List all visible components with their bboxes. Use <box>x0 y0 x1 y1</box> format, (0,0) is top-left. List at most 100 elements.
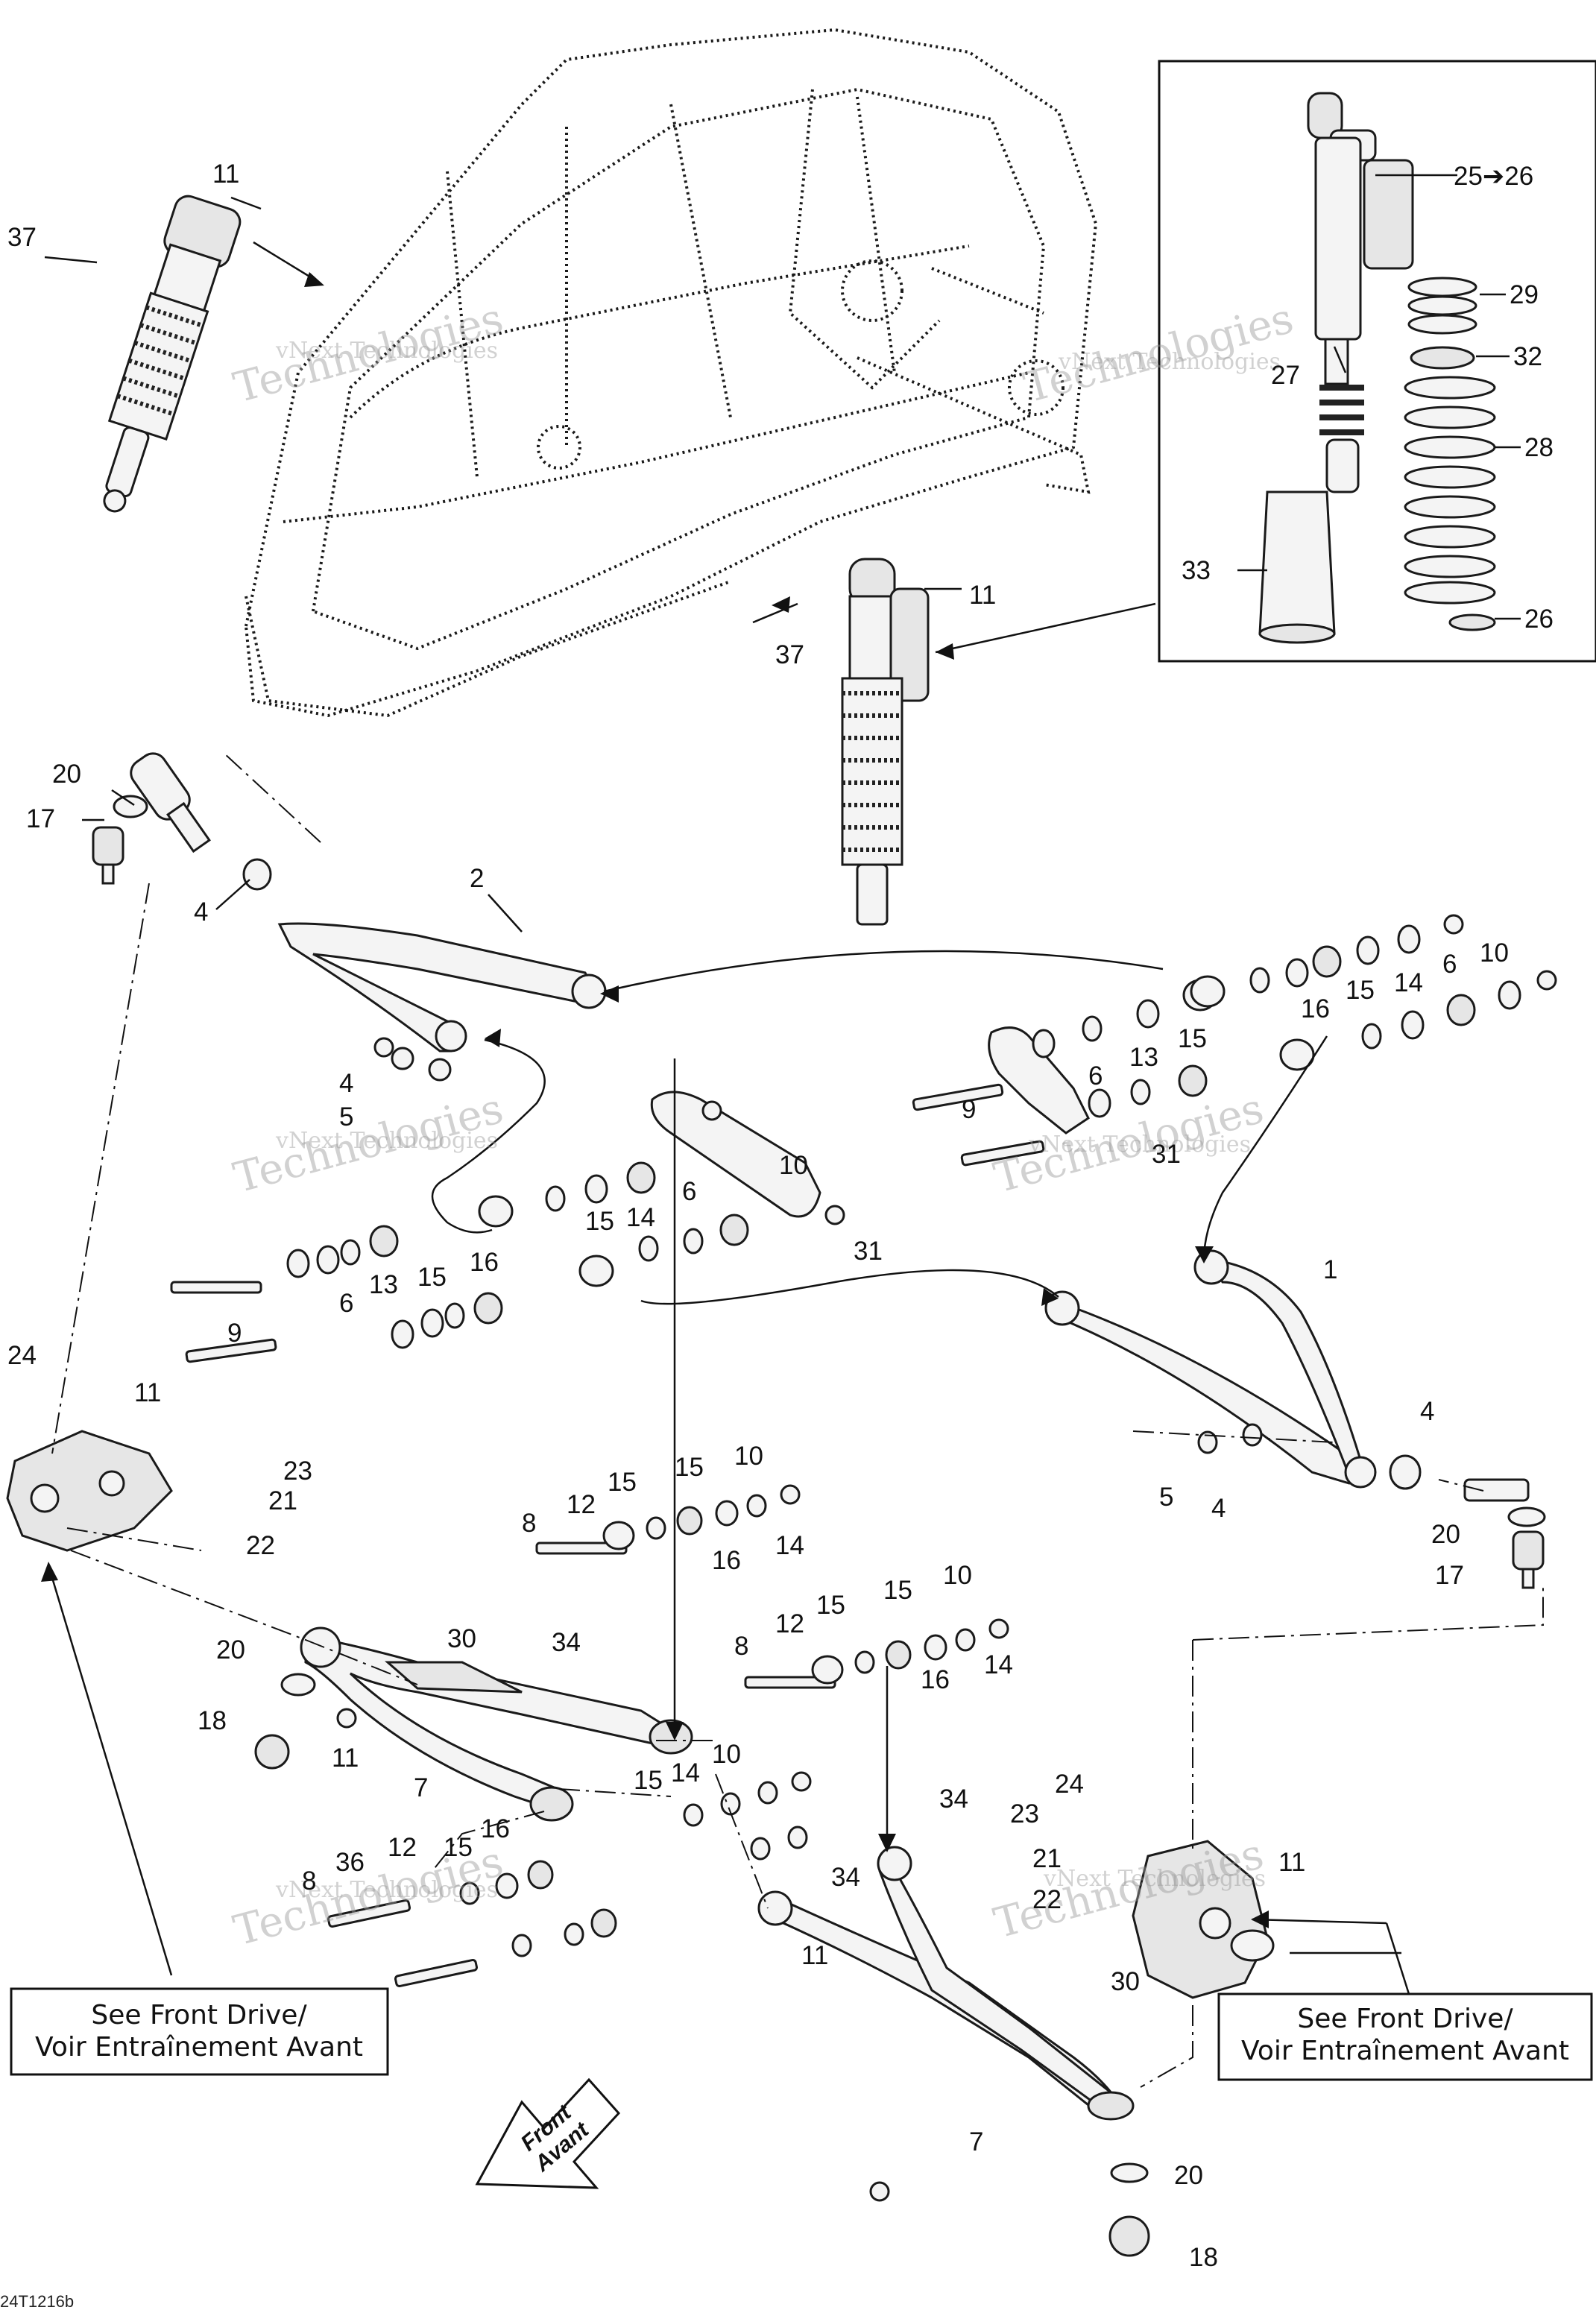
callout: 15 <box>675 1453 704 1482</box>
lower-a-arm-right <box>757 1846 1135 2121</box>
ref-box-left-line1: See Front Drive/ <box>91 2000 307 2030</box>
callout: 36 <box>335 1848 365 1877</box>
callout: 12 <box>775 1609 804 1638</box>
bracket-31-right <box>988 1026 1090 1135</box>
callout: 11 <box>212 160 239 189</box>
callout: 15 <box>444 1833 473 1862</box>
callout: 16 <box>481 1814 510 1843</box>
callout: 15 <box>634 1766 663 1795</box>
callout: 11 <box>801 1941 828 1970</box>
hardware-upper-right <box>912 914 1557 1167</box>
knuckle-right <box>1132 1840 1275 1999</box>
callout: 31 <box>1152 1140 1181 1169</box>
callout: 5 <box>339 1102 353 1132</box>
callout: 16 <box>921 1665 950 1694</box>
ref-box-right-line1: See Front Drive/ <box>1297 2004 1513 2034</box>
knuckle-left <box>6 1430 173 1552</box>
callout: 21 <box>268 1486 297 1515</box>
shock-detail-inset <box>1158 60 1596 663</box>
callout: 6 <box>682 1177 696 1206</box>
callout: 8 <box>734 1632 748 1661</box>
callout: 11 <box>332 1744 359 1773</box>
inset-shock-parts <box>1258 92 1496 644</box>
svg-text:vNext Technologies: vNext Technologies <box>275 1877 498 1903</box>
upper-a-arm-left <box>130 752 607 1053</box>
arrowheads <box>41 272 1269 1928</box>
svg-text:vNext Technologies: vNext Technologies <box>1043 1866 1266 1892</box>
callout: 11 <box>134 1378 161 1407</box>
callout: 14 <box>775 1531 804 1560</box>
callout: 7 <box>969 2127 983 2156</box>
callout: 10 <box>712 1740 741 1769</box>
callout: 18 <box>1189 2243 1218 2272</box>
callout: 37 <box>775 640 804 669</box>
callout: 32 <box>1513 342 1542 371</box>
callout: 14 <box>984 1650 1013 1679</box>
callout: 14 <box>626 1203 655 1232</box>
callout: 16 <box>1301 994 1330 1023</box>
callout: 26 <box>1524 605 1554 634</box>
callout: 25➔26 <box>1454 162 1533 191</box>
callout: 22 <box>1032 1885 1062 1914</box>
callout: 15 <box>1346 976 1375 1005</box>
callout: 22 <box>246 1531 275 1560</box>
callout: 30 <box>1111 1967 1140 1996</box>
callout: 13 <box>1129 1043 1158 1072</box>
callout: 10 <box>1480 938 1509 968</box>
ref-box-front-drive-right: See Front Drive/ Voir Entraînement Avant <box>1217 1992 1593 2081</box>
left-shock-assembly <box>103 195 242 513</box>
callout: 12 <box>567 1490 596 1519</box>
callout: 27 <box>1271 361 1300 390</box>
front-direction-arrow: Front Avant <box>475 2077 621 2189</box>
callout: 5 <box>1159 1483 1173 1512</box>
callout: 15 <box>417 1263 447 1292</box>
callout: 21 <box>1032 1844 1062 1873</box>
callout: 7 <box>414 1773 428 1802</box>
callout: 34 <box>831 1863 860 1892</box>
callout: 34 <box>939 1785 968 1814</box>
callout: 6 <box>339 1289 353 1318</box>
ref-box-left-line2: Voir Entraînement Avant <box>35 2032 363 2063</box>
figure-code: 24T1216b <box>0 2292 74 2311</box>
svg-text:vNext Technologies: vNext Technologies <box>275 1128 498 1154</box>
callout: 24 <box>7 1341 37 1370</box>
callout: 6 <box>1442 950 1457 979</box>
callout: 20 <box>1174 2161 1203 2190</box>
callout: 31 <box>854 1237 883 1266</box>
callout: 9 <box>962 1095 976 1124</box>
callout: 15 <box>608 1468 637 1497</box>
callout: 8 <box>302 1867 316 1896</box>
svg-text:vNext Technologies: vNext Technologies <box>1028 1132 1251 1158</box>
callout: 15 <box>883 1576 912 1605</box>
hardware-lower <box>327 1484 1009 1988</box>
callout: 10 <box>943 1561 972 1590</box>
callout: 13 <box>369 1270 398 1299</box>
callout: 23 <box>283 1457 312 1486</box>
callout: 14 <box>671 1758 700 1787</box>
spring-28 <box>1404 376 1496 605</box>
callout: 15 <box>585 1207 614 1236</box>
callout: 4 <box>339 1069 353 1098</box>
ref-box-right-line2: Voir Entraînement Avant <box>1241 2036 1569 2066</box>
callout: 11 <box>969 581 996 610</box>
vehicle-frame <box>244 28 1098 718</box>
callout: 28 <box>1524 433 1554 462</box>
callout: 34 <box>552 1628 581 1657</box>
callout: 17 <box>1435 1561 1464 1590</box>
callout: 12 <box>388 1833 417 1862</box>
callout: 18 <box>198 1706 227 1735</box>
callout: 37 <box>7 223 37 252</box>
callout: 29 <box>1510 280 1539 309</box>
ref-box-front-drive-left: See Front Drive/ Voir Entraînement Avant <box>10 1987 389 2076</box>
callout: 10 <box>734 1442 763 1471</box>
svg-text:vNext Technologies: vNext Technologies <box>275 338 498 364</box>
callout-numbers: 11 37 11 37 25➔26 29 32 27 28 33 26 20 1… <box>0 160 1554 2311</box>
callout: 15 <box>816 1591 845 1620</box>
callout: 15 <box>1178 1024 1207 1053</box>
callout: 4 <box>1211 1494 1226 1523</box>
svg-text:vNext Technologies: vNext Technologies <box>1058 349 1281 375</box>
callout: 20 <box>52 760 81 789</box>
callout: 6 <box>1088 1061 1103 1091</box>
callout: 9 <box>227 1319 242 1348</box>
